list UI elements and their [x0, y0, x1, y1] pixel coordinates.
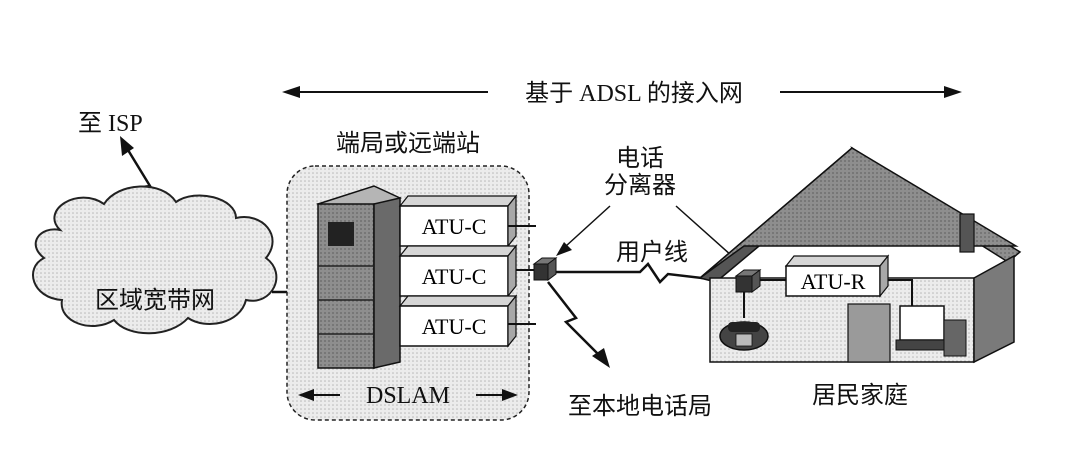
office-label: 端局或远端站 — [336, 130, 480, 157]
splitter-label-line2: 分离器 — [604, 172, 676, 199]
home-label: 居民家庭 — [812, 382, 908, 409]
local-office-lightning-icon — [547, 281, 610, 368]
user-line-label: 用户线 — [616, 239, 688, 266]
atu-r-module: ATU-R — [784, 254, 890, 298]
atu-c-label-2: ATU-C — [422, 264, 487, 289]
atu-r-label: ATU-R — [801, 269, 866, 294]
atu-c-label-1: ATU-C — [422, 214, 487, 239]
splitter-pointer-arrows — [556, 205, 733, 257]
dslam-span-arrow — [298, 389, 518, 401]
isp-label: 至 ISP — [78, 111, 143, 137]
user-line — [556, 262, 737, 284]
atu-c-module-2: ATU-C — [398, 244, 518, 298]
office-splitter-icon — [532, 257, 558, 281]
dslam-label: DSLAM — [366, 383, 450, 409]
atu-c-label-3: ATU-C — [422, 314, 487, 339]
dslam-rack — [316, 185, 402, 369]
regional-broadband-cloud — [32, 185, 278, 335]
splitter-label-line1: 电话 — [616, 145, 664, 172]
header-label: 基于 ADSL 的接入网 — [525, 80, 743, 107]
cloud-label: 区域宽带网 — [95, 287, 215, 314]
local-office-label: 至本地电话局 — [568, 393, 712, 420]
atu-c-module-3: ATU-C — [398, 294, 536, 348]
telephone-icon — [719, 321, 769, 351]
home-splitter-icon — [734, 269, 786, 318]
header-span-arrow — [282, 86, 962, 98]
atu-c-module-1: ATU-C — [398, 194, 536, 248]
